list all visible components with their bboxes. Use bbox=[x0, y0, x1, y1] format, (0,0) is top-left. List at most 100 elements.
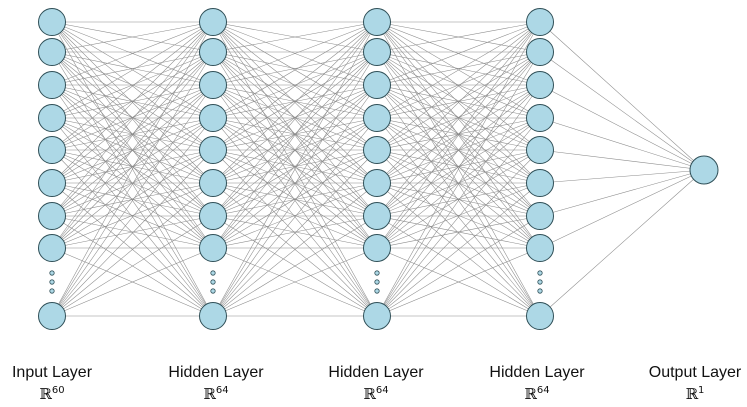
hidden-2-neuron bbox=[363, 71, 391, 99]
connection bbox=[376, 149, 541, 249]
connection bbox=[51, 51, 214, 217]
connection bbox=[212, 84, 378, 119]
connection bbox=[376, 21, 541, 86]
connection bbox=[51, 117, 214, 249]
output-layer-label: Output Layer ℝ1 bbox=[620, 364, 747, 403]
hidden-3-neuron bbox=[526, 169, 554, 197]
connection bbox=[212, 149, 378, 249]
output-layer-dimension: ℝ1 bbox=[685, 385, 705, 403]
ellipsis-dot bbox=[210, 279, 216, 285]
connection bbox=[51, 51, 214, 119]
connection bbox=[212, 117, 378, 217]
connection bbox=[51, 21, 214, 217]
input-neuron bbox=[38, 8, 66, 36]
ellipsis-dot bbox=[537, 270, 543, 276]
hidden-3-neuron bbox=[526, 136, 554, 164]
connection bbox=[539, 169, 705, 217]
connection bbox=[212, 21, 378, 184]
connection bbox=[51, 51, 214, 249]
connection bbox=[51, 21, 214, 119]
input-neuron bbox=[38, 234, 66, 262]
connection bbox=[51, 21, 214, 317]
connection bbox=[51, 149, 214, 317]
connection bbox=[376, 215, 541, 249]
ellipsis-dot bbox=[537, 279, 543, 285]
connection bbox=[51, 84, 214, 217]
connection bbox=[376, 117, 541, 249]
connection bbox=[212, 84, 378, 317]
connection bbox=[51, 215, 214, 249]
connection bbox=[376, 84, 541, 217]
connection bbox=[539, 169, 705, 184]
hidden-1-neuron bbox=[199, 202, 227, 230]
hidden-layer-3-name: Hidden Layer bbox=[489, 364, 585, 381]
connection bbox=[376, 51, 541, 184]
input-neuron bbox=[38, 169, 66, 197]
connection bbox=[212, 21, 378, 249]
connection bbox=[51, 117, 214, 217]
hidden-layer-1-label: Hidden Layer ℝ64 bbox=[141, 364, 291, 403]
ellipsis-dot bbox=[374, 279, 380, 285]
input-neuron bbox=[38, 302, 66, 330]
connection bbox=[51, 84, 214, 249]
connection bbox=[51, 51, 214, 151]
connection bbox=[212, 51, 378, 184]
hidden-3-neuron bbox=[526, 38, 554, 66]
hidden-1-neuron bbox=[199, 169, 227, 197]
connection bbox=[376, 21, 541, 317]
hidden-2-neuron bbox=[363, 302, 391, 330]
hidden-2-neuron bbox=[363, 8, 391, 36]
connection bbox=[212, 182, 378, 317]
input-neuron bbox=[38, 38, 66, 66]
connection bbox=[539, 169, 705, 317]
connection bbox=[212, 215, 378, 317]
connection bbox=[212, 21, 378, 53]
hidden-1-neuron bbox=[199, 71, 227, 99]
connection bbox=[376, 149, 541, 317]
ellipsis-dot bbox=[49, 270, 55, 276]
connection bbox=[376, 51, 541, 119]
input-layer-dimension: ℝ60 bbox=[39, 385, 65, 403]
hidden-1-neuron bbox=[199, 8, 227, 36]
connection bbox=[212, 21, 378, 119]
ellipsis-dot bbox=[210, 270, 216, 276]
connection bbox=[376, 51, 541, 317]
hidden-3-neuron bbox=[526, 234, 554, 262]
hidden-1-neuron bbox=[199, 302, 227, 330]
input-neuron bbox=[38, 136, 66, 164]
connection bbox=[212, 51, 378, 86]
hidden-3-neuron bbox=[526, 302, 554, 330]
neurons bbox=[38, 8, 719, 330]
connection bbox=[212, 84, 378, 249]
connection bbox=[212, 117, 378, 317]
connection bbox=[212, 51, 378, 249]
connection bbox=[51, 215, 214, 317]
hidden-1-neuron bbox=[199, 136, 227, 164]
connection bbox=[539, 84, 705, 171]
connection bbox=[51, 51, 214, 184]
ellipsis-dot bbox=[49, 288, 55, 294]
connection bbox=[539, 21, 705, 171]
connection bbox=[376, 21, 541, 249]
input-neuron bbox=[38, 71, 66, 99]
connection bbox=[376, 21, 541, 53]
input-neuron bbox=[38, 104, 66, 132]
connection bbox=[376, 247, 541, 317]
hidden-layer-2-dimension: ℝ64 bbox=[363, 385, 389, 403]
connection bbox=[212, 21, 378, 86]
connection bbox=[51, 149, 214, 249]
connection bbox=[376, 84, 541, 249]
connection bbox=[212, 21, 378, 151]
connection bbox=[376, 51, 541, 86]
ellipsis-dot bbox=[374, 288, 380, 294]
output-layer-name: Output Layer bbox=[648, 364, 742, 381]
connection bbox=[212, 21, 378, 217]
input-layer-label: Input Layer ℝ60 bbox=[0, 364, 127, 403]
hidden-1-neuron bbox=[199, 234, 227, 262]
hidden-3-neuron bbox=[526, 8, 554, 36]
connection bbox=[376, 84, 541, 119]
connection bbox=[376, 117, 541, 217]
connection bbox=[51, 21, 214, 249]
connection bbox=[51, 21, 214, 86]
connection bbox=[376, 84, 541, 317]
